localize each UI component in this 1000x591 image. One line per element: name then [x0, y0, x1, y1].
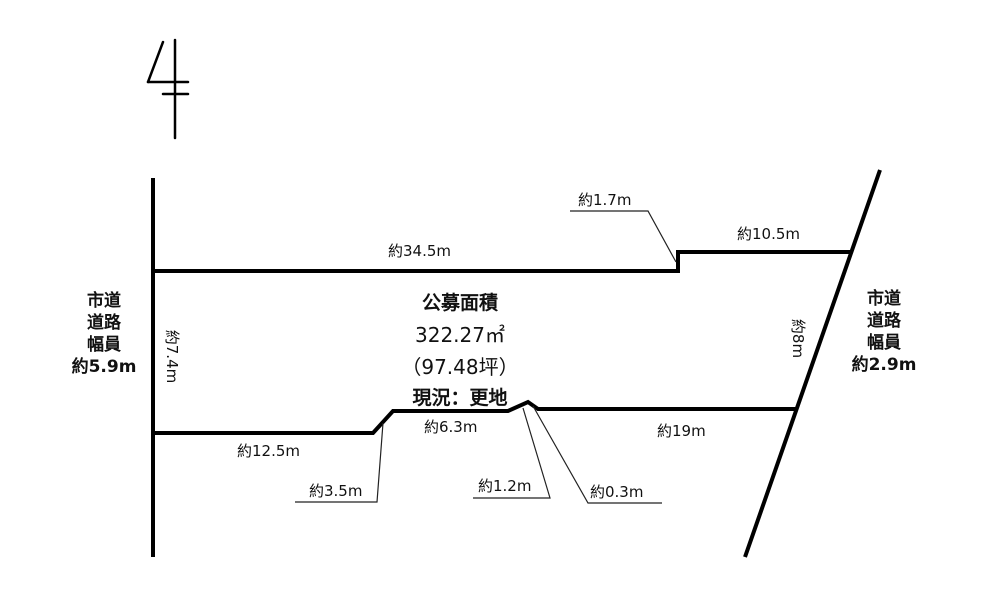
- area-tsubo: （97.48坪）: [401, 355, 519, 379]
- top-boundary: [153, 250, 850, 273]
- right-road-label: 市道 道路 幅員 約2.9m: [836, 288, 932, 376]
- area-label: 公募面積 322.27㎡ （97.48坪） 現況：更地: [330, 288, 590, 410]
- bottom-boundary: [153, 399, 797, 435]
- dim-bottom-right: 約19m: [657, 422, 706, 440]
- dim-top-long: 約34.5m: [388, 242, 452, 260]
- dim-bottom-mid: 約6.3m: [424, 418, 478, 436]
- leader-notch-b: [532, 405, 662, 504]
- dim-bottom-left: 約12.5m: [237, 442, 301, 460]
- left-road-label: 市道 道路 幅員 約5.9m: [56, 290, 152, 378]
- left-road-line3: 幅員: [87, 335, 121, 356]
- leader-top-step: [570, 210, 677, 263]
- left-road-line2: 道路: [87, 313, 121, 334]
- area-value: 322.27㎡: [415, 323, 505, 347]
- site-status: 現況：更地: [412, 387, 508, 409]
- area-title: 公募面積: [421, 292, 498, 314]
- right-road-line1: 市道: [867, 289, 901, 309]
- dim-left-side: 約7.4m: [163, 329, 182, 384]
- right-road-line: [743, 169, 882, 558]
- dim-bottom-notch-a: 約1.2m: [478, 477, 532, 495]
- dim-top-right: 約10.5m: [737, 225, 801, 243]
- dim-bottom-step-left: 約3.5m: [309, 482, 363, 500]
- dim-right-side: 約8m: [789, 318, 808, 359]
- dim-top-step: 約1.7m: [578, 191, 632, 209]
- right-road-line2: 道路: [867, 311, 901, 332]
- north-arrow-icon: [146, 38, 190, 140]
- right-road-width: 約2.9m: [851, 355, 917, 376]
- leader-notch-a: [473, 407, 551, 499]
- leader-step-left: [295, 422, 384, 503]
- left-road-line1: 市道: [87, 291, 121, 311]
- right-road-line3: 幅員: [867, 333, 901, 354]
- dim-bottom-notch-b: 約0.3m: [590, 483, 644, 501]
- left-road-width: 約5.9m: [71, 357, 137, 378]
